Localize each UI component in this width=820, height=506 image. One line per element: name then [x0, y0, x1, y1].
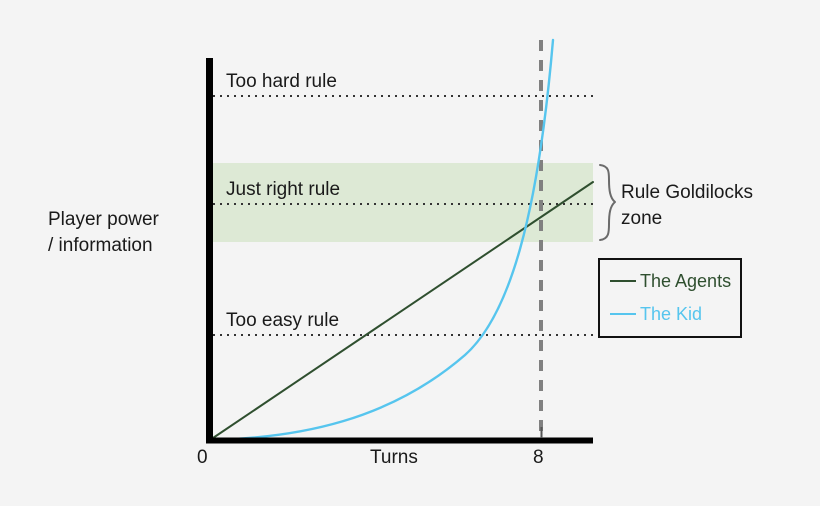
legend-label-the-kid: The Kid — [640, 303, 703, 324]
goldilocks-brace-icon — [599, 164, 616, 241]
label-just-right-rule: Just right rule — [226, 179, 341, 200]
chart-legend: The Agents The Kid — [598, 258, 742, 338]
y-axis-label-line2: / information — [48, 235, 153, 256]
label-too-easy-rule: Too easy rule — [226, 310, 340, 331]
legend-label-the-agents: The Agents — [640, 270, 732, 291]
legend-swatch-the-kid — [610, 313, 636, 315]
x-axis-label: Turns — [370, 447, 418, 468]
legend-item-the-agents: The Agents — [610, 270, 731, 292]
label-too-hard-rule: Too hard rule — [226, 71, 337, 92]
goldilocks-band — [209, 163, 593, 242]
y-axis-label-line1: Player power — [48, 209, 159, 230]
goldilocks-annotation-line2: zone — [621, 208, 663, 229]
series-line-the-agents — [209, 181, 594, 441]
y-axis-label: Player power / information — [48, 207, 159, 259]
legend-item-the-kid: The Kid — [610, 303, 702, 325]
x-axis-tick-label-0: 0 — [197, 447, 208, 468]
x-axis-tick-label-8: 8 — [533, 447, 544, 468]
goldilocks-annotation-line1: Rule Goldilocks — [621, 182, 753, 203]
legend-swatch-the-agents — [610, 280, 636, 282]
series-line-the-kid — [208, 38, 555, 442]
goldilocks-zone-annotation: Rule Goldilocks zone — [621, 180, 753, 232]
